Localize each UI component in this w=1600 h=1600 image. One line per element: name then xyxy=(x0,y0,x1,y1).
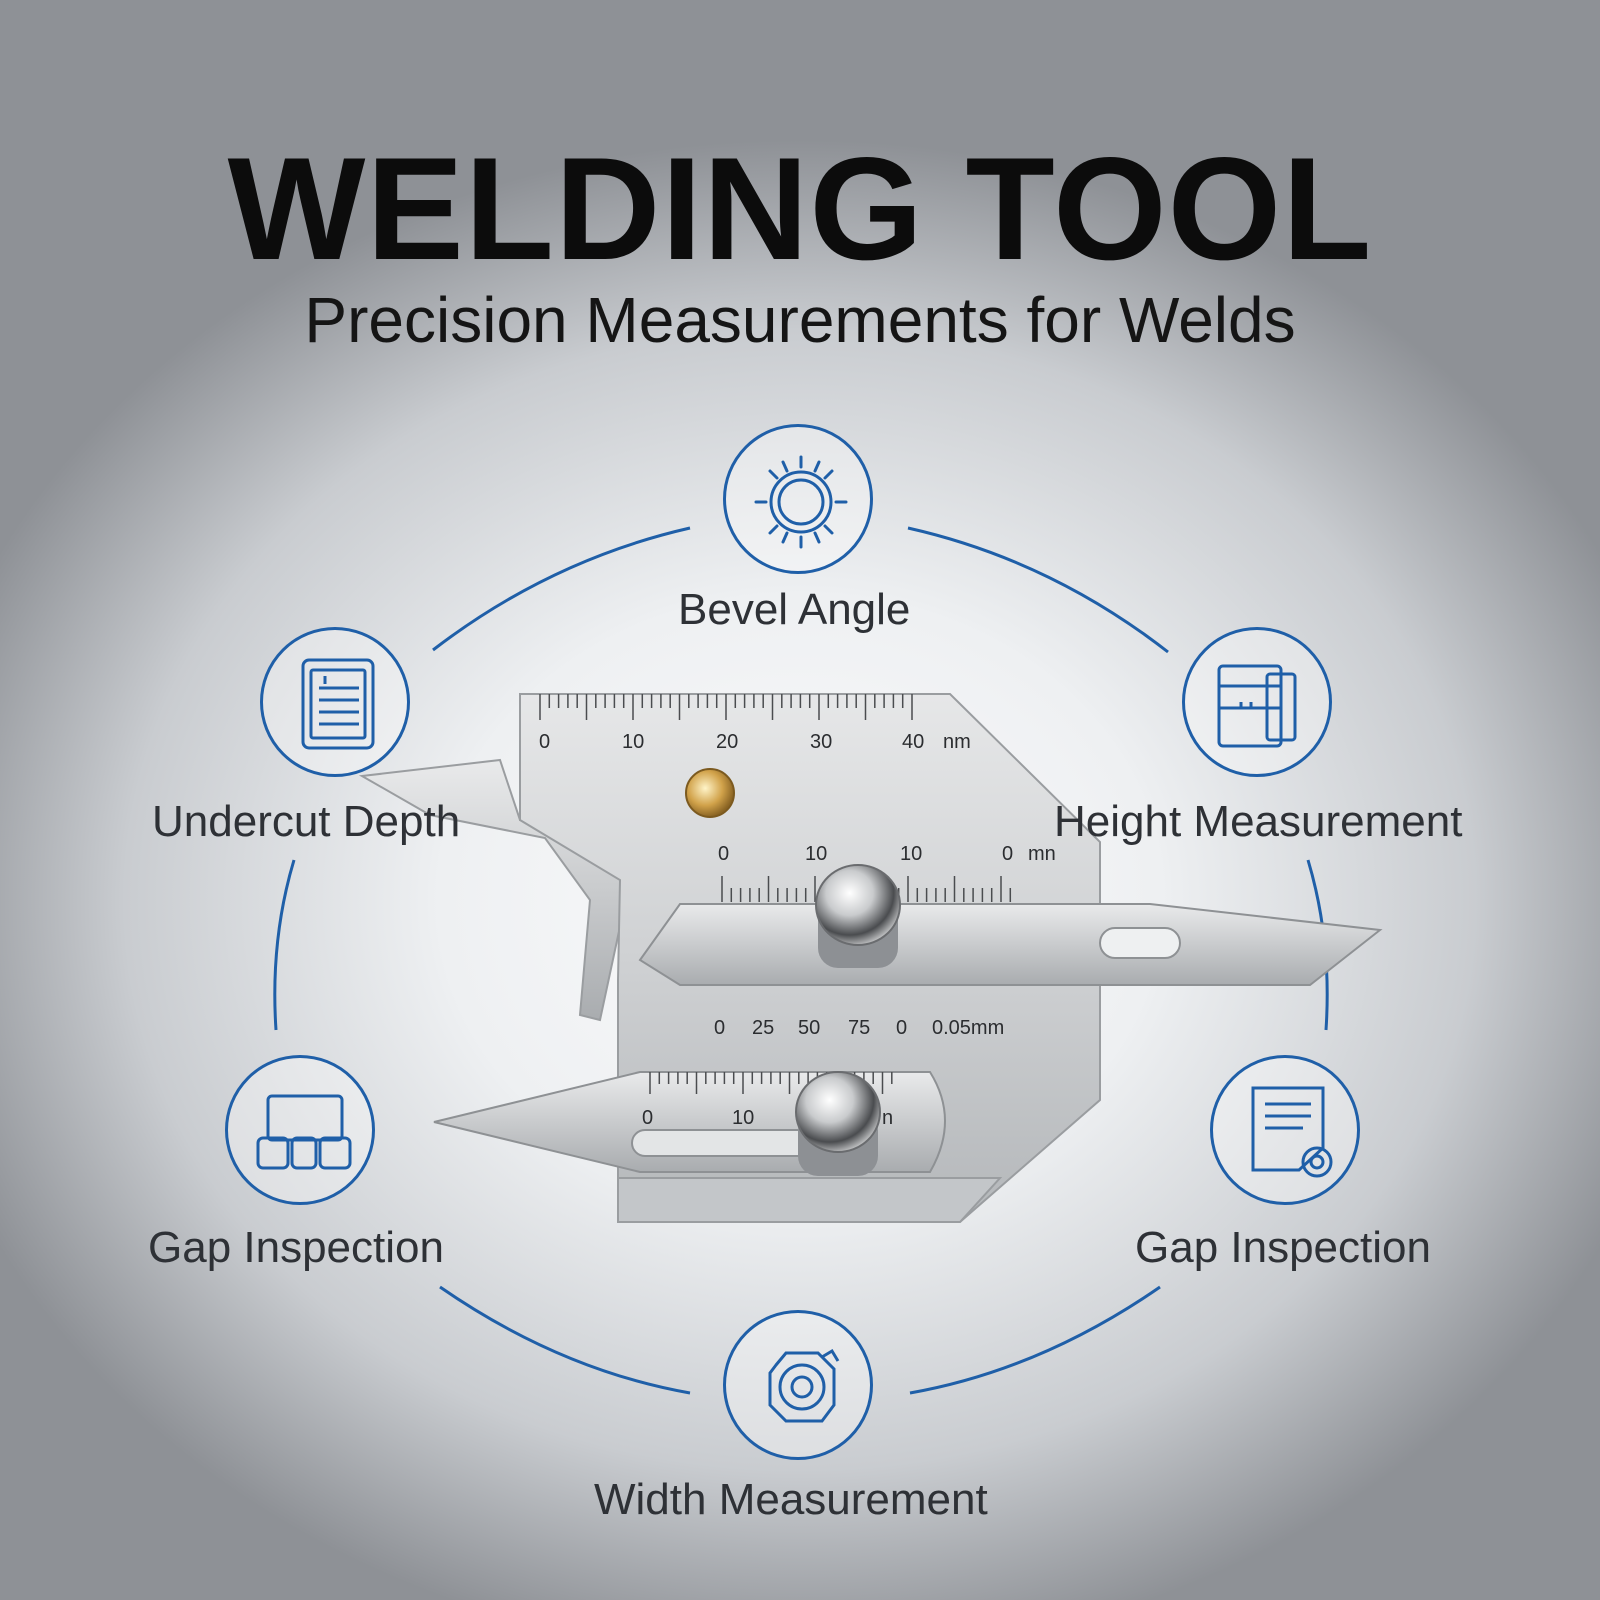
top-scale-label: 40 xyxy=(902,731,924,753)
feature-label-gap-inspection-right: Gap Inspection xyxy=(1135,1223,1431,1272)
middle-scale-label: 0 xyxy=(718,843,729,865)
upper-knob xyxy=(815,864,901,968)
vernier-scale-label: 25 xyxy=(752,1017,774,1039)
vernier-scale-label: 50 xyxy=(798,1017,820,1039)
target-icon xyxy=(768,1348,840,1423)
document-icon-circle xyxy=(260,627,410,777)
gap-blocks-icon-circle xyxy=(225,1055,375,1205)
bottom-scale-label: 0 xyxy=(642,1107,653,1129)
document-seal-icon xyxy=(1251,1086,1333,1178)
top-scale-label: 20 xyxy=(716,731,738,753)
page-subtitle: Precision Measurements for Welds xyxy=(304,284,1296,356)
middle-scale-label: 10 xyxy=(900,843,922,865)
lower-knob xyxy=(795,1071,881,1176)
middle-scale-label: 10 xyxy=(805,843,827,865)
documents-icon-circle xyxy=(1182,627,1332,777)
gap-blocks-icon xyxy=(256,1094,352,1170)
vernier-scale-label: 0 xyxy=(896,1017,907,1039)
vernier-scale-unit: 0.05mm xyxy=(932,1017,1004,1039)
feature-label-height-measurement: Height Measurement xyxy=(1054,797,1463,846)
bottom-scale-unit: n xyxy=(882,1107,893,1129)
vernier-scale-label: 0 xyxy=(714,1017,725,1039)
sun-icon xyxy=(754,455,848,549)
target-icon-circle xyxy=(723,1310,873,1460)
top-scale-label: 30 xyxy=(810,731,832,753)
middle-scale-label: 0 xyxy=(1002,843,1013,865)
feature-label-bevel-angle: Bevel Angle xyxy=(678,585,911,634)
brass-rivet xyxy=(685,768,735,818)
feature-label-undercut-depth: Undercut Depth xyxy=(152,797,461,846)
top-scale-label: 0 xyxy=(539,731,550,753)
documents-icon xyxy=(1217,664,1297,748)
feature-label-width-measurement: Width Measurement xyxy=(594,1475,988,1524)
top-scale-label: 10 xyxy=(622,731,644,753)
sun-icon-circle xyxy=(723,424,873,574)
bottom-scale-label: 10 xyxy=(732,1107,754,1129)
top-scale-unit: nm xyxy=(943,731,971,753)
middle-scale-unit: mn xyxy=(1028,843,1056,865)
page-title: WELDING TOOL xyxy=(227,127,1373,290)
document-seal-icon-circle xyxy=(1210,1055,1360,1205)
top-scale-ticks xyxy=(539,694,913,720)
feature-label-gap-inspection-left: Gap Inspection xyxy=(148,1223,444,1272)
vernier-scale-label: 75 xyxy=(848,1017,870,1039)
document-icon xyxy=(301,658,375,750)
